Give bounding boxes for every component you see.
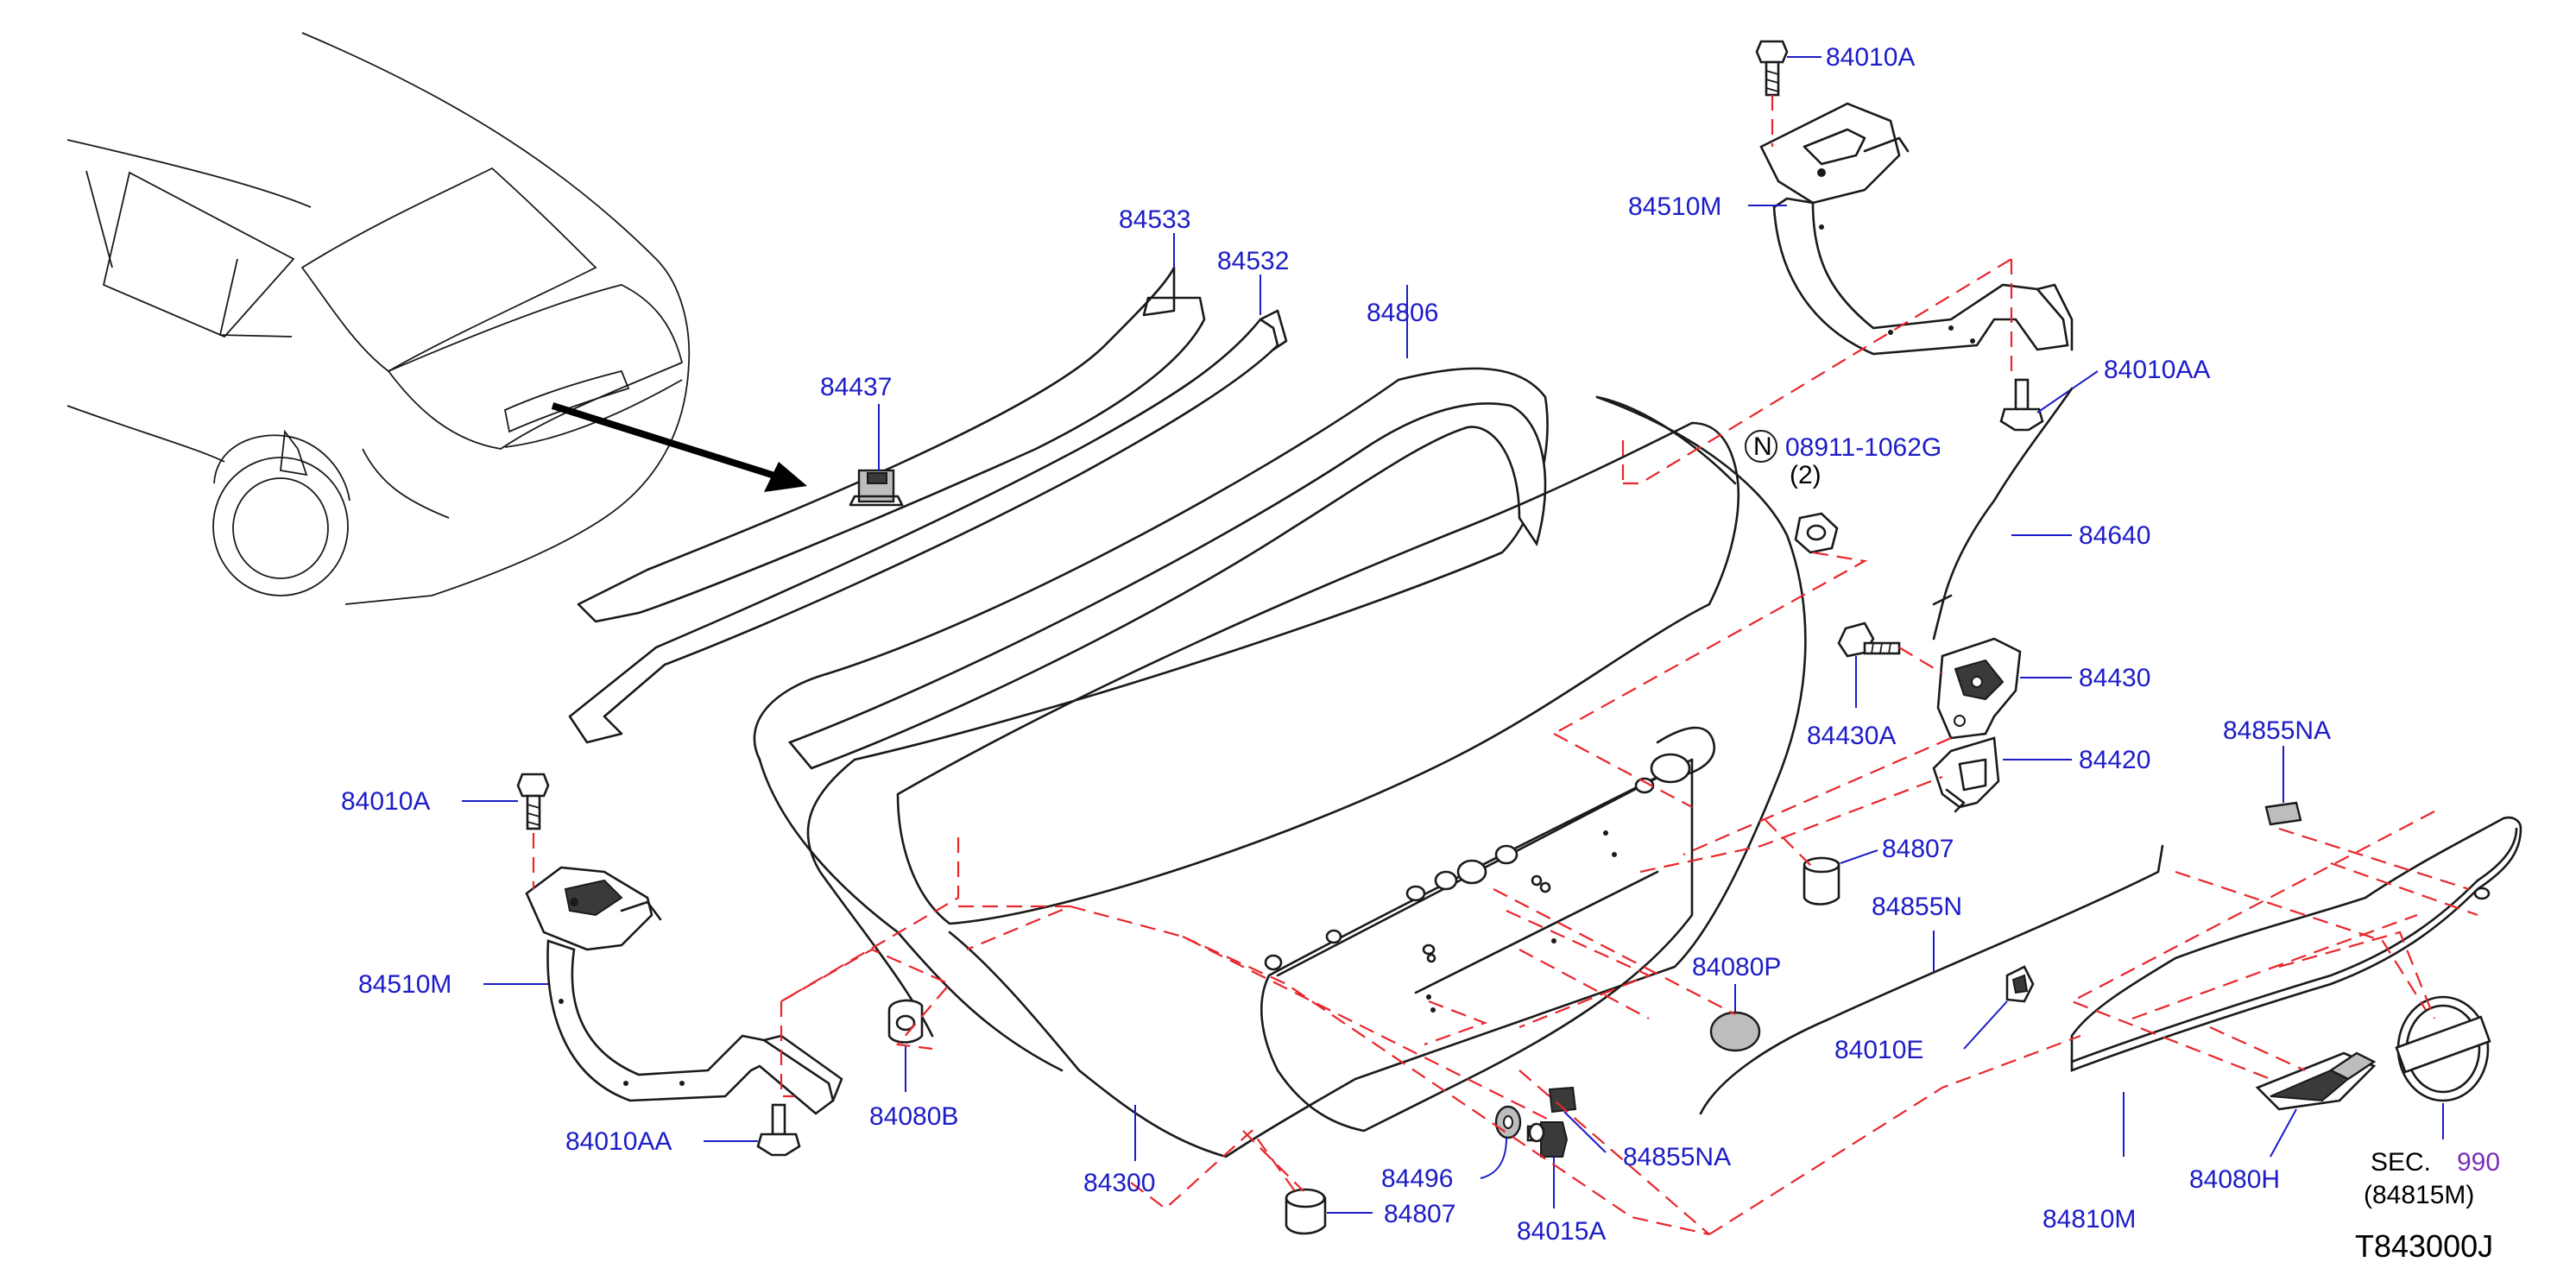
finisher-84810M [2070, 816, 2522, 1157]
bumper-84080B [887, 999, 924, 1092]
label-84437: 84437 [820, 373, 892, 401]
striker-84420 [1932, 736, 2000, 813]
clip-84010E [1963, 965, 2035, 1050]
label-84010A-left: 84010A [341, 787, 430, 816]
part-labels: 84533 84532 84437 84806 84010A 84510M 84… [341, 43, 2500, 1264]
small-parts-bottom [1480, 1086, 1607, 1208]
label-84855NA-bottom: 84855NA [1623, 1143, 1731, 1171]
bolt-84010AA-top [1999, 378, 2044, 432]
label-sec-sub: (84815M) [2364, 1181, 2474, 1209]
bolt-84010A-left [516, 773, 550, 830]
hinge-right [1748, 40, 2099, 432]
label-84810M: 84810M [2042, 1205, 2136, 1234]
seal-84855N [1699, 844, 2164, 1115]
label-84080B: 84080B [869, 1102, 958, 1131]
bolt-84430A [1837, 622, 1901, 658]
label-84855NA-right: 84855NA [2223, 716, 2331, 745]
clip-84855NA-right [2264, 746, 2302, 826]
label-84300: 84300 [1083, 1169, 1155, 1197]
lock-rods [568, 233, 1288, 744]
lock-assembly [1837, 622, 2072, 813]
emblem-84815M [2395, 995, 2491, 1139]
label-84015A: 84015A [1517, 1217, 1606, 1246]
label-08911-1062G: 08911-1062G [1785, 433, 1941, 462]
plug-84080P [1709, 984, 1761, 1052]
label-84807-mid: 84807 [1882, 835, 1954, 863]
label-84010A-top: 84010A [1826, 43, 1915, 72]
assembly-dashed-lines [532, 95, 2478, 1236]
handle-84080H [2255, 1051, 2377, 1158]
bumper-84807-bottom [1285, 1188, 1373, 1235]
cable-84640 [1932, 387, 2074, 640]
label-84496: 84496 [1381, 1164, 1453, 1193]
label-84430A: 84430A [1807, 722, 1896, 750]
bolt-84010AA-left [756, 1103, 801, 1157]
bumper-84015A [1526, 1121, 1569, 1158]
bolt-84010A-top [1755, 40, 1789, 97]
label-84080H: 84080H [2189, 1165, 2280, 1194]
label-nut-qty: (2) [1790, 461, 1822, 489]
label-84640: 84640 [2079, 521, 2150, 550]
label-sec: SEC. [2371, 1148, 2431, 1177]
label-84010AA-top: 84010AA [2104, 356, 2210, 384]
label-84806: 84806 [1367, 299, 1438, 327]
clip-84855NA-bottom [1548, 1086, 1577, 1114]
clip-84437 [849, 469, 904, 507]
label-84855N: 84855N [1872, 893, 1962, 921]
nut-symbol-n: N [1753, 432, 1772, 461]
label-84533: 84533 [1119, 205, 1190, 234]
label-sec-number[interactable]: 990 [2457, 1148, 2500, 1177]
nut-08911 [1745, 430, 1839, 554]
hinge-left [462, 773, 843, 1157]
label-84510M-top: 84510M [1628, 192, 1721, 221]
drawing-code: T843000J [2355, 1228, 2493, 1264]
label-84420: 84420 [2079, 746, 2150, 774]
bumper-84807-mid [1803, 849, 1878, 906]
label-84532: 84532 [1217, 247, 1289, 275]
vehicle-rear-view [66, 32, 807, 605]
label-84807-bottom: 84807 [1384, 1200, 1455, 1228]
label-84080P: 84080P [1692, 953, 1781, 981]
label-84510M-left: 84510M [358, 970, 451, 999]
label-84010AA-left: 84010AA [565, 1127, 672, 1156]
label-84010E: 84010E [1834, 1036, 1923, 1064]
label-84430: 84430 [2079, 664, 2150, 692]
